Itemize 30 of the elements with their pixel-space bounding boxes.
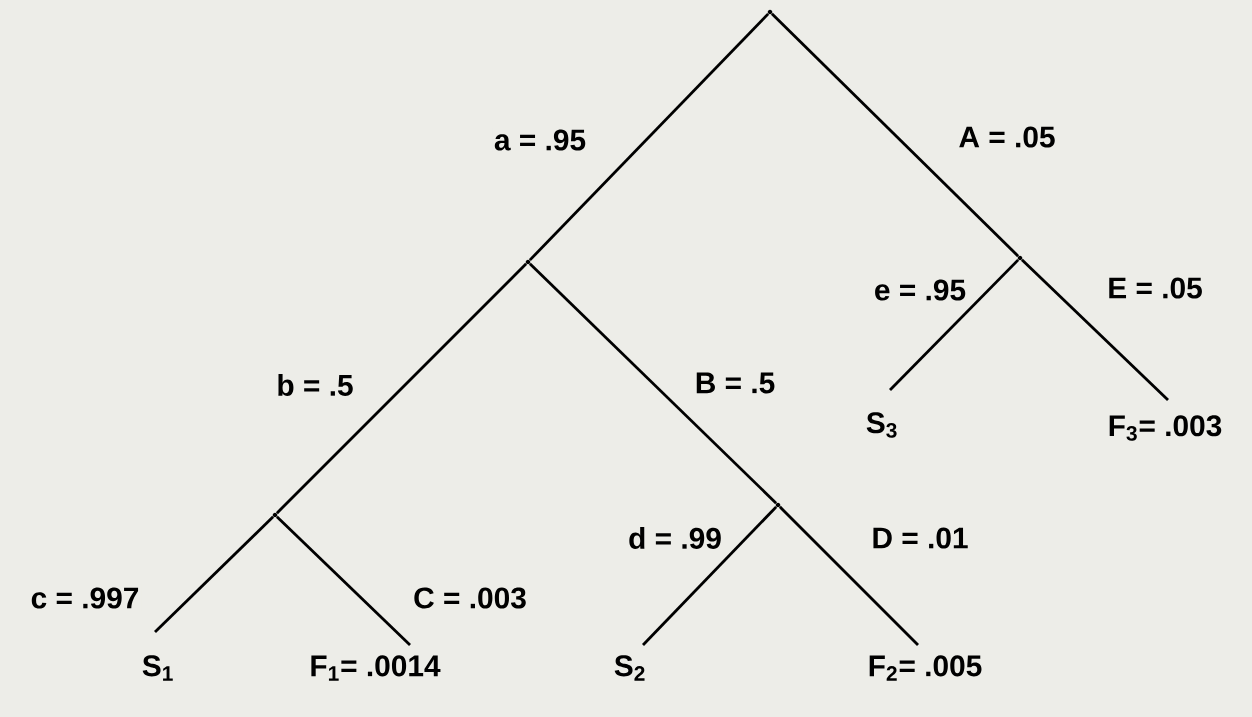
edge-label: C = .003 <box>411 585 529 611</box>
outcome-label: S$_{1}$ <box>142 655 173 681</box>
outcome-label: S$_{3}$ <box>866 412 897 438</box>
edge-label: D = .01 <box>869 525 971 551</box>
outcome-label: F$_{3}$= .003 <box>1109 415 1222 441</box>
branch-line <box>770 12 1020 258</box>
branch-point <box>767 9 773 15</box>
branch-point <box>775 502 781 508</box>
branch-point <box>525 259 531 265</box>
branch-line <box>275 262 528 515</box>
edge-label: a = .95 <box>492 127 588 153</box>
branch-line <box>778 505 919 646</box>
branch-line <box>889 258 1020 391</box>
branch-line <box>154 515 275 633</box>
branch-point <box>1017 255 1023 261</box>
edge-label: d = .99 <box>626 525 724 551</box>
edge-label: E = .05 <box>1105 275 1205 301</box>
outcome-label: S$_{2}$ <box>614 655 645 681</box>
branch-line <box>1020 258 1169 401</box>
branch-point <box>272 512 278 518</box>
branch-line <box>275 515 411 646</box>
outcome-label: F$_{1}$= .0014 <box>311 655 441 681</box>
branch-line <box>642 505 778 646</box>
branch-line <box>528 12 770 262</box>
outcome-label: F$_{2}$= .005 <box>869 655 982 681</box>
edge-label: b = .5 <box>274 372 356 398</box>
edge-label: A = .05 <box>956 124 1058 150</box>
branch-line <box>528 262 778 505</box>
edge-label: c = .997 <box>28 585 142 611</box>
edge-label: e = .95 <box>872 277 968 303</box>
